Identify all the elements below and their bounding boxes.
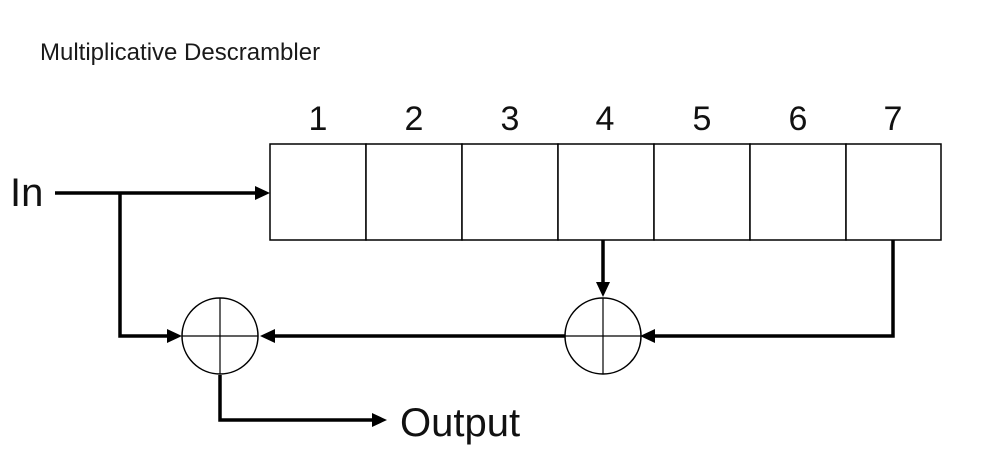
register-cell-4 bbox=[557, 143, 655, 241]
cell-number-5: 5 bbox=[693, 100, 712, 138]
output-label: Output bbox=[400, 401, 520, 445]
diagram-title: Multiplicative Descrambler bbox=[40, 39, 320, 66]
cell-number-1: 1 bbox=[309, 100, 328, 138]
cell-number-7: 7 bbox=[884, 100, 903, 138]
feedback-arrowhead bbox=[260, 329, 275, 343]
cell-number-2: 2 bbox=[405, 100, 424, 138]
input-branch-wire bbox=[118, 193, 182, 343]
output-arrowhead bbox=[372, 413, 387, 427]
register-cell-1 bbox=[269, 143, 367, 241]
register-cell-numbers: 1 2 3 4 5 6 7 bbox=[309, 100, 903, 138]
input-arrowhead bbox=[255, 186, 270, 200]
register-cell-3 bbox=[461, 143, 559, 241]
shift-register bbox=[269, 143, 942, 241]
register-cell-5 bbox=[653, 143, 751, 241]
register-cell-6 bbox=[749, 143, 847, 241]
tap-cell-4-wire bbox=[596, 240, 610, 297]
cell-number-4: 4 bbox=[596, 100, 615, 138]
register-cell-7 bbox=[845, 143, 942, 241]
tap-cell-4-arrowhead bbox=[596, 282, 610, 297]
input-label: In bbox=[10, 171, 43, 215]
cell-number-6: 6 bbox=[789, 100, 808, 138]
xor-gate-output bbox=[181, 297, 259, 375]
register-cell-2 bbox=[365, 143, 463, 241]
feedback-wire bbox=[260, 329, 566, 343]
cell-number-3: 3 bbox=[501, 100, 520, 138]
input-branch-arrowhead bbox=[167, 329, 182, 343]
tap-cell-7-wire bbox=[640, 240, 895, 343]
input-wire bbox=[55, 186, 270, 200]
output-wire bbox=[218, 375, 387, 427]
tap-cell-7-arrowhead bbox=[640, 329, 655, 343]
xor-gate-tap bbox=[564, 297, 642, 375]
